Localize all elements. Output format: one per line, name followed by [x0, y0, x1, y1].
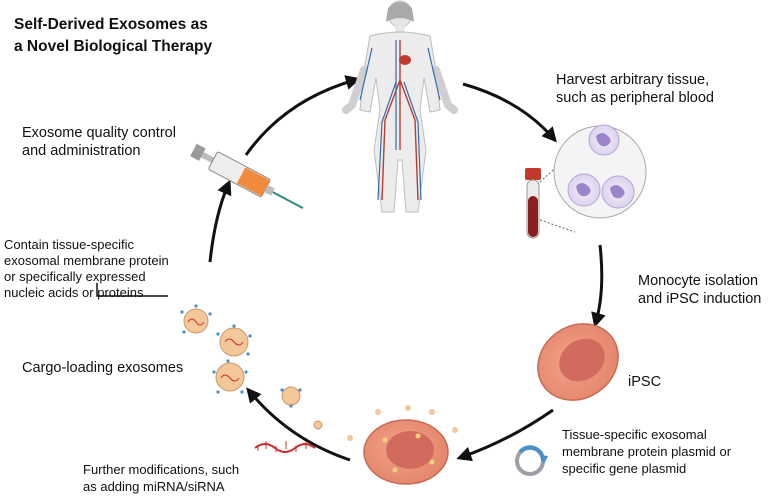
title-line-2: a Novel Biological Therapy: [14, 38, 213, 55]
exosome-surface-proteins: [180, 304, 302, 408]
plasmid-label: Tissue-specific exosomal membrane protei…: [562, 426, 731, 477]
arrow-to-blood: [462, 82, 557, 143]
exosomes-cluster: [183, 308, 301, 406]
title-line-1: Self-Derived Exosomes as: [14, 16, 208, 33]
rna-strand-icon: [254, 441, 316, 453]
magnified-leukocytes: [553, 124, 647, 219]
harvest-label-line-1: Harvest arbitrary tissue,: [556, 72, 710, 88]
monocyte-label-line-2: and iPSC induction: [638, 291, 762, 307]
human-body-icon: [342, 0, 458, 213]
plasmid-label-line-3: specific gene plasmid: [562, 461, 687, 476]
quality-control-label-line-2: and administration: [22, 143, 141, 159]
modification-label: Further modifications, such as adding mi…: [83, 461, 239, 495]
contain-label-line-4: nucleic acids or proteins: [4, 285, 144, 300]
contain-label-line-1: Contain tissue-specific: [4, 237, 135, 252]
contain-label-line-2: exosomal membrane protein: [4, 253, 169, 268]
cycle-arrows: [208, 75, 606, 462]
quality-control-label: Exosome quality control and administrati…: [22, 124, 176, 160]
arrow-to-body: [244, 75, 361, 156]
arrow-to-modified-cell: [456, 408, 554, 462]
ipsc-cell-icon: [537, 323, 619, 401]
plasmid-icon: [515, 445, 548, 476]
arrow-to-exosomes: [246, 387, 351, 462]
arrow-to-syringe: [208, 179, 232, 263]
cargo-label: Cargo-loading exosomes: [22, 360, 184, 376]
modified-cell-icon: [313, 405, 458, 485]
blood-tube-icon: [525, 149, 576, 239]
plasmid-label-line-2: membrane protein plasmid or: [562, 444, 732, 459]
harvest-label: Harvest arbitrary tissue, such as periph…: [556, 71, 714, 107]
ipsc-label: iPSC: [628, 374, 662, 390]
arrow-to-ipsc: [591, 244, 606, 328]
plasmid-label-line-1: Tissue-specific exosomal: [562, 427, 707, 442]
modification-label-line-2: as adding miRNA/siRNA: [83, 479, 225, 494]
quality-control-label-line-1: Exosome quality control: [22, 125, 176, 141]
page-title: Self-Derived Exosomes as a Novel Biologi…: [14, 14, 212, 58]
harvest-label-line-2: such as peripheral blood: [556, 90, 714, 106]
contain-label: Contain tissue-specific exosomal membran…: [4, 237, 169, 301]
modification-label-line-1: Further modifications, such: [83, 462, 240, 477]
syringe-icon: [190, 143, 304, 210]
annotation-bracket: [96, 283, 168, 297]
contain-label-line-3: or specifically expressed: [4, 269, 146, 284]
monocyte-label: Monocyte isolation and iPSC induction: [638, 272, 761, 308]
monocyte-label-line-1: Monocyte isolation: [638, 273, 759, 289]
